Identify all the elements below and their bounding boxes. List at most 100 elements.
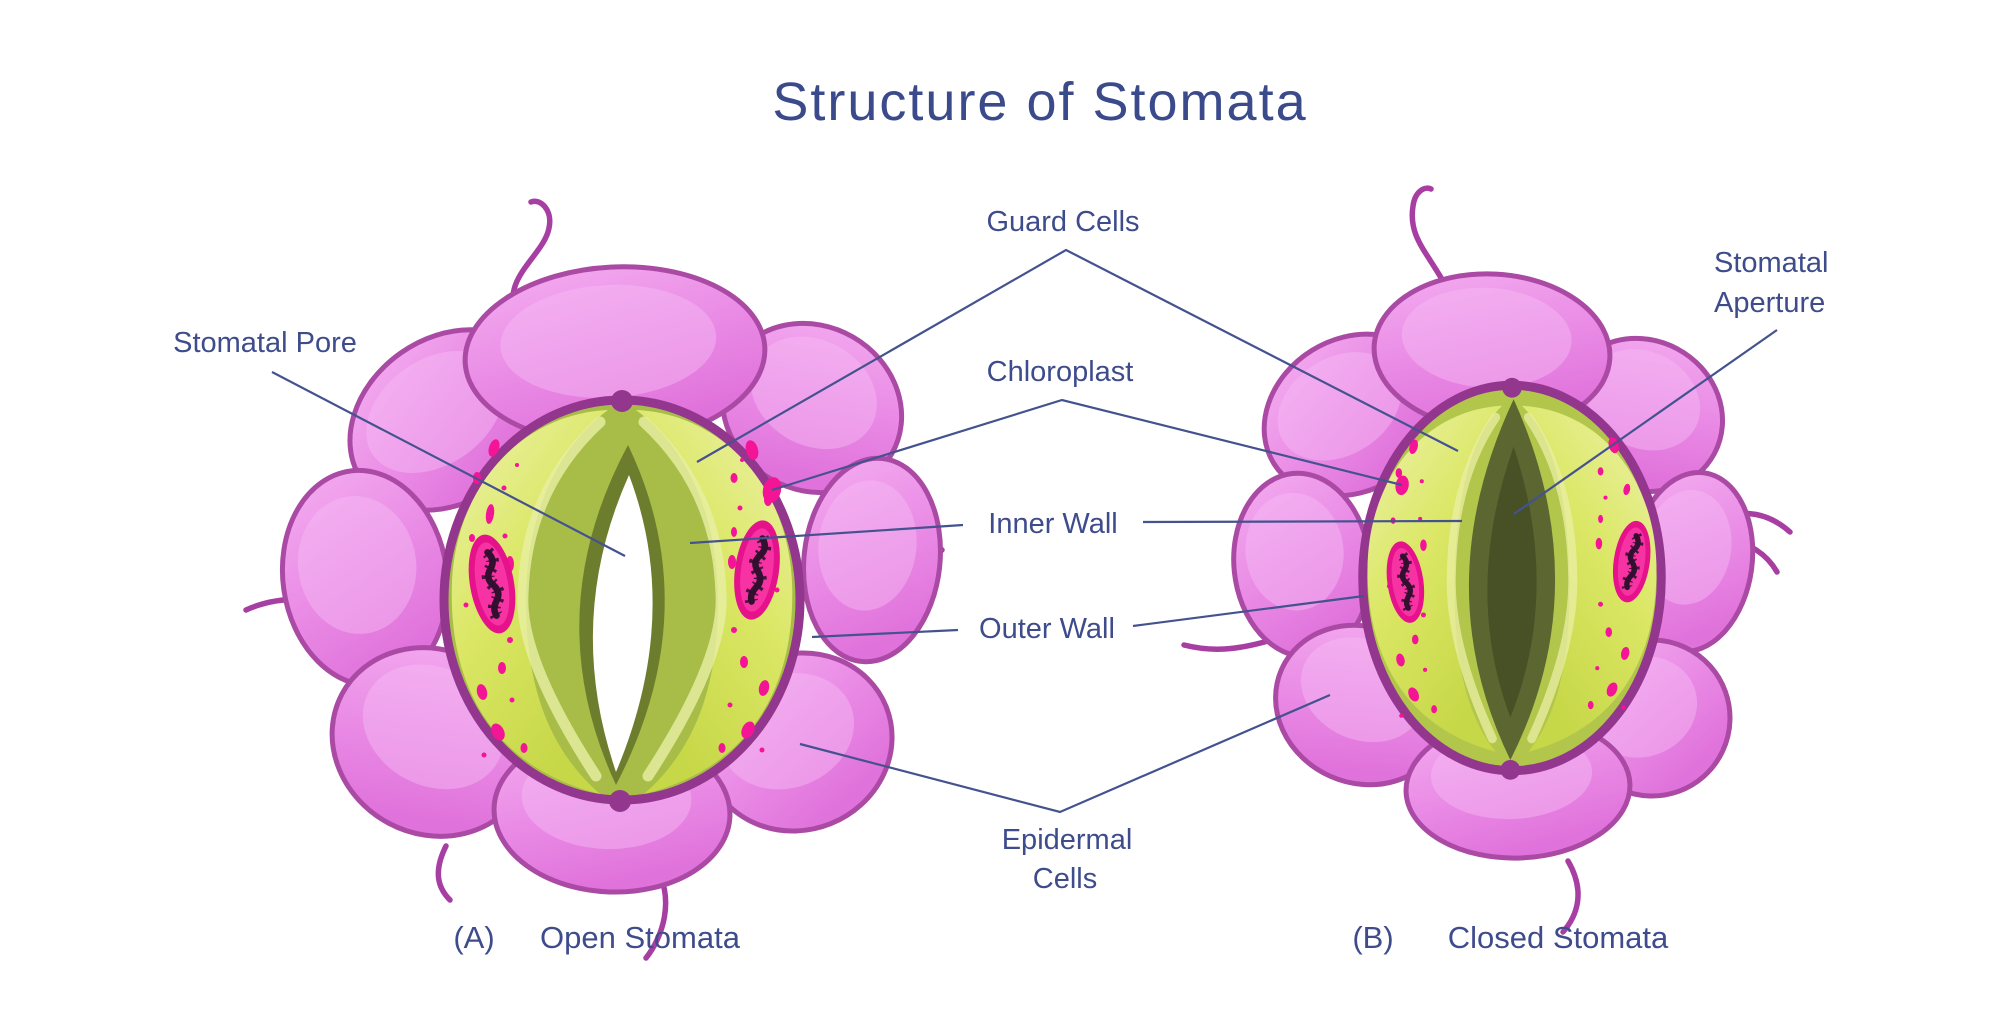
epidermal-cell-highlight: [1277, 352, 1402, 461]
caption-b-prefix: (B): [1352, 920, 1393, 955]
epidermal-cell: [801, 455, 943, 665]
chloroplast-spot: [1597, 467, 1604, 476]
nucleus: [1612, 520, 1651, 603]
epidermal-cell-highlight: [1644, 489, 1732, 605]
chloroplasts-left: [463, 439, 528, 758]
chloroplast-spot: [476, 684, 488, 700]
epidermal-cell-highlight: [1586, 349, 1701, 451]
chloroplast-spot: [485, 504, 495, 524]
chloroplast-spot: [1595, 537, 1603, 550]
cell-junction: [1502, 377, 1522, 398]
label-guard-cells: Guard Cells: [986, 206, 1139, 238]
inner-wall-leader-left: [689, 523, 964, 545]
nucleus-stitch-ticks: [1397, 552, 1416, 611]
chloroplast-spot: [731, 627, 737, 633]
chloroplast-spot: [1408, 687, 1420, 702]
chloroplast-spot: [737, 505, 743, 511]
chloroplast-spot: [498, 662, 506, 674]
stomatal-aperture-leader: [1513, 329, 1778, 515]
stomatal-pore-shape: [592, 475, 653, 772]
stomatal-aperture-shape: [1487, 446, 1537, 718]
cell-highlight: [638, 416, 727, 782]
nucleus-stitch-ticks: [1621, 533, 1644, 589]
chloroplast-spot: [1395, 475, 1409, 496]
chloroplast-spot: [502, 533, 508, 539]
cell-junction: [609, 790, 631, 812]
chloroplast-leader: [771, 398, 1403, 492]
page-title: Structure of Stomata: [772, 72, 1307, 132]
nuclei: [1386, 520, 1651, 623]
cell-junction: [1500, 760, 1521, 780]
chloroplast-spot: [507, 637, 513, 643]
nuclei: [468, 520, 780, 634]
chloroplast-spot: [481, 752, 487, 758]
chloroplast-spot: [727, 702, 733, 708]
chloroplast-spot: [1620, 646, 1630, 660]
chloroplast-spot: [731, 527, 737, 537]
epidermal-cell-body: [801, 455, 943, 665]
label-chloroplast: Chloroplast: [987, 356, 1134, 388]
nucleus-stitch-ticks: [481, 547, 505, 620]
chloroplast-spot: [469, 534, 475, 542]
epidermal-cell-highlight: [297, 496, 417, 634]
chloroplast-spot: [1419, 479, 1424, 484]
chloroplast-spot: [1595, 666, 1600, 671]
guard-cell-pair-open: [439, 390, 805, 812]
label-inner-wall: Inner Wall: [988, 508, 1117, 540]
cell-highlight: [1523, 412, 1578, 744]
chloroplast-spot: [1420, 612, 1426, 618]
guard-cells-leader: [696, 248, 1459, 463]
chloroplast-spot: [1395, 468, 1403, 478]
cell-highlight: [1446, 412, 1501, 744]
label-epidermal-line2: Cells: [1033, 863, 1097, 895]
epidermal-cell-highlight: [818, 480, 917, 611]
chloroplast-spot: [740, 458, 744, 462]
chloroplast-spot: [1418, 516, 1423, 522]
chloroplast-spot: [1606, 682, 1618, 697]
cell-highlight: [517, 416, 606, 782]
tendril-icon: [1560, 858, 1581, 935]
label-epidermal-line1: Epidermal: [1002, 824, 1133, 856]
chloroplast-spot: [1605, 627, 1613, 638]
closed-stomata-figure: [1181, 185, 1793, 935]
label-aperture-line2: Aperture: [1714, 287, 1825, 319]
label-stomatal-pore: Stomatal Pore: [173, 327, 357, 359]
chloroplast-spot: [758, 680, 770, 696]
caption-b-text: Closed Stomata: [1448, 920, 1669, 955]
chloroplast-spot: [745, 440, 759, 460]
chloroplast-spot: [1598, 601, 1604, 607]
outer-wall-leader-left: [811, 628, 959, 639]
leader-lines: [271, 248, 1778, 814]
chloroplast-spot: [1423, 667, 1428, 672]
tendril-icon: [435, 843, 453, 903]
chloroplast-spot: [1399, 713, 1404, 718]
inner-wall-leader-right: [1142, 519, 1463, 524]
chloroplast-spot: [1587, 701, 1594, 710]
label-outer-wall: Outer Wall: [979, 613, 1115, 645]
epidermal-cells-leader: [799, 693, 1331, 814]
chloroplast-spot: [730, 473, 738, 483]
caption-a-text: Open Stomata: [540, 920, 741, 955]
cell-junction: [611, 390, 633, 412]
tendril-icon: [1181, 638, 1271, 652]
chloroplast-spot: [520, 743, 528, 753]
chloroplast-spot: [759, 747, 765, 753]
chloroplast-spot: [728, 555, 736, 569]
chloroplast-spot: [509, 697, 515, 703]
nucleus: [734, 520, 780, 620]
chloroplast-spot: [774, 587, 780, 593]
epidermal-cells-open: [279, 264, 943, 895]
chloroplast-spot: [718, 743, 726, 753]
label-aperture-line1: Stomatal: [1714, 247, 1828, 279]
chloroplast-spot: [1431, 705, 1437, 714]
chloroplast-spot: [1621, 705, 1626, 710]
chloroplast-spot: [741, 721, 755, 739]
chloroplast-spot: [1420, 539, 1427, 551]
chloroplast-spot: [515, 463, 519, 467]
nucleus: [468, 534, 516, 634]
chloroplast-spot: [491, 723, 505, 741]
chloroplast-spot: [1409, 439, 1418, 455]
epidermal-cell-highlight: [500, 284, 717, 398]
